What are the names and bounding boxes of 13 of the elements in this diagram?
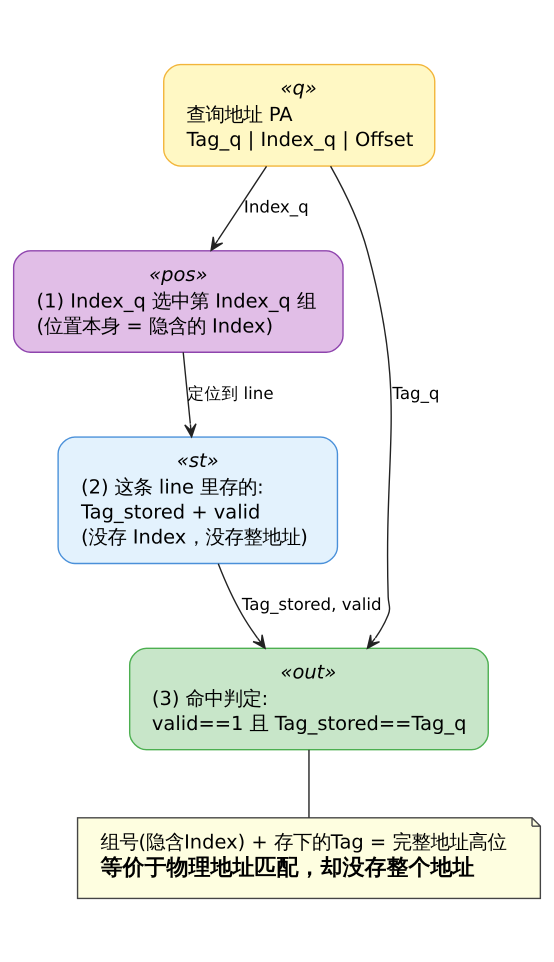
node-box: «pos» (1) Index_q 选中第 Index_q 组 (位置本身 = 隐含的 Index) xyxy=(12,250,344,352)
arrow xyxy=(330,165,392,648)
arrow xyxy=(210,165,268,251)
node-box: «q» 查询地址 PA Tag_q | Index_q | Offset xyxy=(163,63,436,166)
arrow xyxy=(218,563,266,648)
edge-label: Tag_stored, valid xyxy=(242,594,382,614)
node-box: «out» (3) 命中判定: valid==1 且 Tag_stored==Tag_q xyxy=(128,647,489,750)
arrow xyxy=(182,352,197,437)
edge-label: 定位到 line xyxy=(187,383,274,402)
node-box: «st» (2) 这条 line 里存的: Tag_stored + valid (没存 Index，没存整地址) xyxy=(57,436,338,564)
edge-label: Index_q xyxy=(244,197,309,216)
edge-label: Tag_q xyxy=(392,383,440,402)
connector xyxy=(308,749,310,817)
